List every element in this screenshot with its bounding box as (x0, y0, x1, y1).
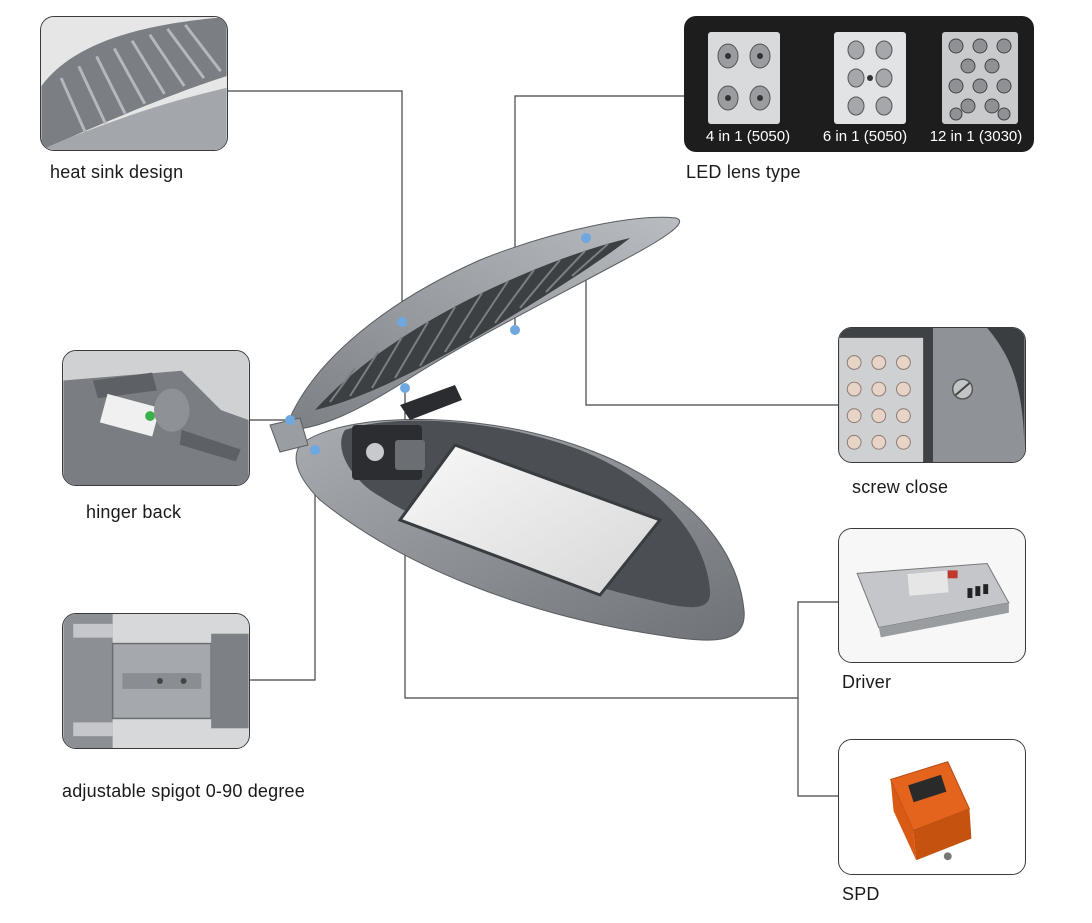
caption-led-lens: LED lens type (686, 162, 801, 182)
driver-photo (838, 528, 1026, 663)
caption-driver: Driver (842, 672, 892, 692)
lens-label-12in1: 12 in 1 (3030) (929, 128, 1023, 145)
lens-label-4in1: 4 in 1 (5050) (705, 128, 791, 145)
spigot-photo (62, 613, 250, 749)
screw-close-photo (838, 327, 1026, 463)
lens-6in1 (834, 32, 906, 124)
hinger-back-photo (62, 350, 250, 486)
led-panel (397, 443, 663, 597)
caption-screw-close: screw close (852, 477, 949, 497)
led-lens-panel: 4 in 1 (5050) 6 in 1 (5050) 12 in 1 (303… (684, 16, 1034, 152)
caption-spd: SPD (842, 884, 880, 904)
spd-photo (838, 739, 1026, 875)
lens-12in1 (942, 32, 1018, 124)
lens-4in1 (708, 32, 780, 124)
caption-spigot: adjustable spigot 0-90 degree (62, 781, 305, 801)
heat-sink-photo (40, 16, 228, 151)
caption-heat-sink: heat sink design (50, 162, 184, 182)
lens-label-6in1: 6 in 1 (5050) (822, 128, 908, 145)
street-light-illustration (269, 216, 745, 641)
caption-hinger-back: hinger back (86, 502, 182, 522)
